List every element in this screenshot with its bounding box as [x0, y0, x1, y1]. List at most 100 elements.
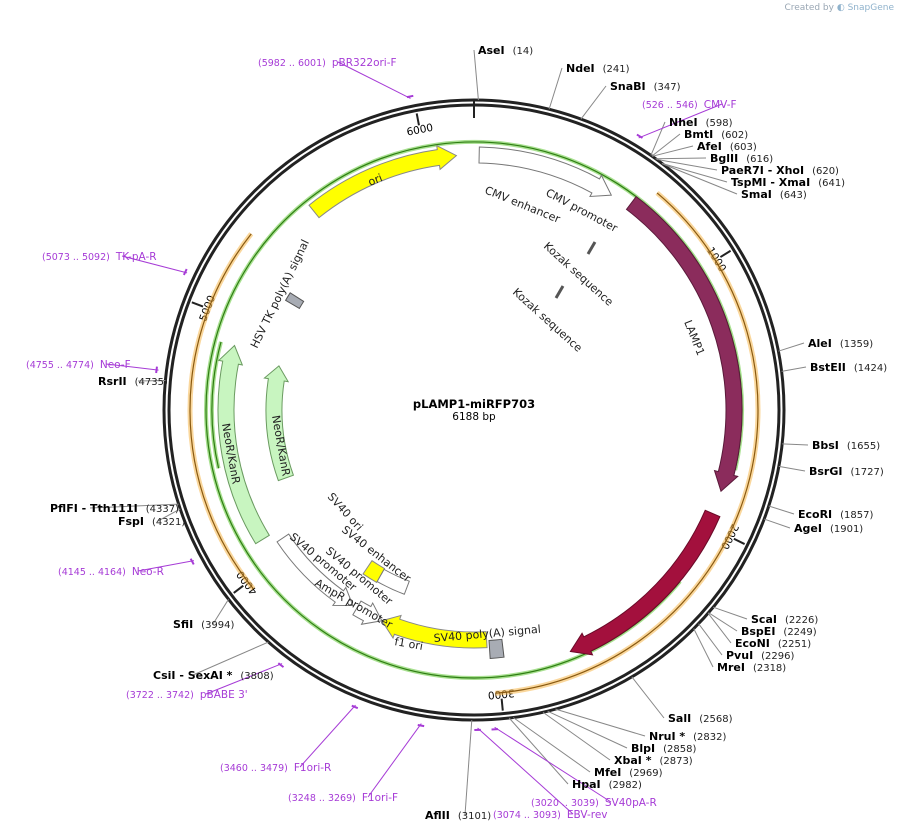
enzyme-callout	[781, 366, 807, 372]
enzyme-site-label[interactable]: BspEI(2249)	[741, 625, 817, 638]
enzyme-callout	[707, 612, 732, 644]
enzyme-site-label[interactable]: BstEII(1424)	[810, 361, 887, 374]
primer-callout	[367, 723, 422, 798]
enzyme-site-label[interactable]: AfeI(603)	[697, 140, 757, 153]
primer-callout	[105, 363, 159, 371]
enzyme-callout	[547, 710, 628, 749]
feature-group	[217, 144, 743, 660]
snapgene-logo-icon: ◐	[836, 3, 845, 13]
enzyme-site-label[interactable]: BlpI(2858)	[631, 742, 696, 755]
enzyme-callout	[464, 719, 473, 816]
label-kozak-1: Kozak sequence	[541, 240, 616, 309]
f1-ori-feature[interactable]	[381, 614, 488, 649]
enzyme-callout	[212, 599, 229, 625]
orf-lamp1-mirfp-line	[495, 192, 759, 694]
orf-neo-line	[189, 233, 254, 590]
enzyme-site-label[interactable]: BglII(616)	[710, 152, 773, 165]
neo-kan-feature-inner[interactable]	[263, 365, 295, 482]
enzyme-callout	[137, 379, 166, 382]
enzyme-site-label[interactable]: BbsI(1655)	[812, 439, 880, 452]
enzyme-callout	[698, 623, 723, 656]
kozak-mark-1	[586, 241, 597, 255]
enzyme-site-label[interactable]: SfiI(3994)	[173, 618, 235, 631]
primer-label[interactable]: (3248 .. 3269)F1ori-F	[288, 792, 398, 804]
enzyme-callout	[768, 505, 795, 515]
label-f1-ori: f1 ori	[393, 635, 424, 653]
enzyme-callout	[473, 49, 479, 101]
sv40-promoter-feature[interactable]	[276, 533, 354, 607]
primer-label[interactable]: (3722 .. 3742)pBABE 3'	[126, 689, 248, 701]
primer-callout-lines	[105, 61, 723, 815]
enzyme-callout	[662, 163, 738, 195]
enzyme-callout	[713, 606, 748, 620]
cmv-promoter-feature[interactable]	[478, 146, 613, 198]
lamp1-feature[interactable]	[625, 195, 743, 493]
enzyme-site-label[interactable]: EcoNI(2251)	[735, 637, 811, 650]
enzyme-callout	[708, 612, 738, 632]
enzyme-site-label[interactable]: SmaI(643)	[741, 188, 807, 201]
enzyme-site-label[interactable]: MfeI(2969)	[594, 766, 663, 779]
enzyme-site-label[interactable]: PvuI(2296)	[726, 649, 795, 662]
enzyme-site-label[interactable]: SalI(2568)	[668, 712, 733, 725]
primer-label[interactable]: (5982 .. 6001)pBR322ori-F	[258, 57, 397, 69]
primer-label[interactable]: (3020 .. 3039)SV40pA-R	[531, 797, 657, 809]
enzyme-callout	[548, 67, 563, 110]
enzyme-site-label[interactable]: HpaI(2982)	[572, 778, 642, 791]
sv40-ori-feature[interactable]	[362, 560, 386, 584]
enzyme-site-label[interactable]: BmtI(602)	[684, 128, 748, 141]
ampr-promoter-feature[interactable]	[352, 600, 383, 625]
hsv-tk-polya-feature[interactable]	[284, 292, 305, 310]
label-kozak-2: Kozak sequence	[510, 286, 585, 355]
enzyme-site-label[interactable]: TspMI - XmaI(641)	[731, 176, 845, 189]
tick-mark	[415, 113, 420, 126]
enzyme-site-label[interactable]: SnaBI(347)	[610, 80, 681, 93]
enzyme-site-label[interactable]: NheI(598)	[669, 116, 733, 129]
primer-callout	[638, 103, 723, 139]
enzyme-site-label[interactable]: NdeI(241)	[566, 62, 630, 75]
enzyme-callout	[555, 708, 646, 737]
enzyme-site-label[interactable]: FspI(4321)	[118, 515, 185, 528]
primer-label[interactable]: (526 .. 546)CMV-F	[642, 99, 737, 111]
enzyme-callout	[651, 133, 681, 157]
tick-mark	[191, 301, 204, 308]
primer-label[interactable]: (4145 .. 4164)Neo-R	[58, 566, 164, 578]
enzyme-site-label[interactable]: XbaI *(2873)	[614, 754, 693, 767]
primer-callout	[337, 61, 411, 99]
primer-label[interactable]: (3460 .. 3479)F1ori-R	[220, 762, 331, 774]
mirfp703-feature[interactable]	[569, 509, 721, 656]
enzyme-site-label[interactable]: AseI(14)	[478, 44, 533, 57]
enzyme-callout	[652, 145, 694, 157]
primer-label[interactable]: (5073 .. 5092)TK-pA-R	[42, 251, 157, 263]
enzyme-site-label[interactable]: AflII(3101)	[425, 809, 491, 822]
primer-label[interactable]: (3074 .. 3093)EBV-rev	[493, 809, 608, 821]
enzyme-callout	[656, 158, 718, 171]
ori-feature[interactable]	[308, 144, 458, 219]
primer-callout	[121, 255, 188, 274]
primer-binding-mark	[636, 133, 643, 139]
enzyme-site-label[interactable]: RsrII(4735)	[98, 375, 168, 388]
sv40-polya-feature[interactable]	[488, 638, 505, 660]
neo-kan-feature-outer[interactable]	[217, 344, 270, 545]
enzyme-site-label[interactable]: EcoRI(1857)	[798, 508, 874, 521]
label-lamp1: LAMP1	[681, 318, 707, 357]
enzyme-callout	[512, 717, 591, 773]
enzyme-site-label[interactable]: BsrGI(1727)	[809, 465, 884, 478]
enzyme-site-label[interactable]: CsiI - SexAI *(3808)	[153, 669, 274, 682]
enzyme-labels: AseI(14) NdeI(241) SnaBI(347) NheI(598)BmtI…	[50, 44, 887, 822]
credit-brand: SnapGene	[847, 3, 894, 13]
enzyme-callout	[778, 465, 806, 472]
enzyme-site-label[interactable]: MreI(2318)	[717, 661, 786, 674]
enzyme-site-label[interactable]: AgeI(1901)	[794, 522, 863, 535]
primer-binding-mark	[189, 558, 195, 565]
tick-mark	[500, 698, 504, 711]
sv40-enhancer-feature[interactable]	[376, 568, 410, 595]
enzyme-site-label[interactable]: NruI *(2832)	[649, 730, 726, 743]
enzyme-callout	[631, 676, 665, 719]
primer-label[interactable]: (4755 .. 4774)Neo-F	[26, 359, 131, 371]
enzyme-site-label[interactable]: PaeR7I - XhoI(620)	[721, 164, 839, 177]
enzyme-callout	[157, 508, 181, 522]
enzyme-site-label[interactable]: ScaI(2226)	[751, 613, 818, 626]
enzyme-site-label[interactable]: AleI(1359)	[808, 337, 873, 350]
enzyme-site-label[interactable]: PflFI - Tth111I(4337)	[50, 502, 179, 515]
primer-callout	[477, 727, 574, 815]
